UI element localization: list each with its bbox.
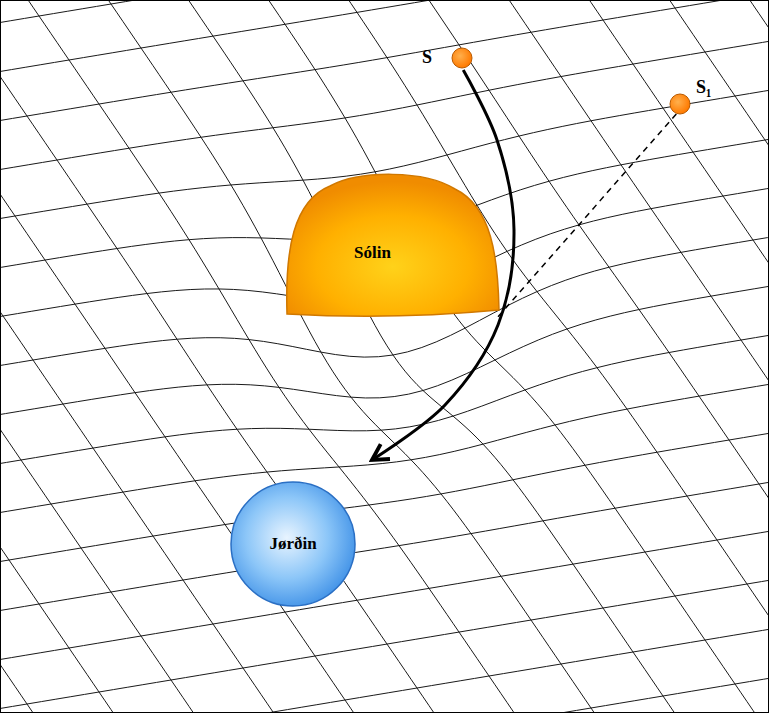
grid-line: [633, 0, 769, 713]
grid-line: [0, 328, 769, 712]
grid-line: [0, 416, 769, 713]
earth-circle: Jørðin: [230, 481, 356, 607]
grid-line: [489, 0, 769, 713]
earth-outline: [231, 482, 355, 606]
grid-line: [0, 64, 769, 448]
grid-line: [0, 0, 225, 713]
grid-line: [0, 0, 769, 96]
grid-line: [0, 372, 769, 713]
grid-line: [0, 504, 769, 713]
body-label: Sólin: [354, 244, 391, 263]
grid-line: [0, 548, 769, 713]
grid-line: [0, 0, 657, 713]
apparent-star-shape: [668, 78, 720, 118]
grid-line: [0, 0, 769, 184]
grid-line: [0, 152, 769, 536]
grid-line: [345, 0, 769, 713]
grid-line: [0, 0, 585, 713]
grid-line: [0, 0, 769, 316]
star-label: S₁: [696, 78, 711, 98]
grid-line: [201, 0, 769, 713]
grid-line: [0, 108, 769, 492]
source-star: S: [418, 44, 476, 72]
body-label: Jørðin: [269, 535, 316, 554]
grid-line: [0, 0, 513, 713]
grid-line: [0, 680, 769, 713]
grid-line: [0, 592, 769, 713]
grid-line: [129, 0, 769, 713]
grid-line: [0, 0, 297, 713]
grid-line: [0, 0, 153, 713]
grid-line: [0, 0, 9, 713]
star-dot: [452, 48, 472, 68]
sun-dome: Sólin: [285, 168, 500, 318]
apparent-line: [497, 114, 676, 318]
grid-line: [561, 0, 769, 713]
grid-line: [0, 460, 769, 713]
grid-line: [0, 284, 769, 668]
apparent-star: S₁: [668, 78, 720, 118]
star-dot: [670, 94, 690, 114]
grid-line: [0, 196, 769, 580]
star-label: S: [422, 48, 432, 68]
grid-line: [705, 0, 769, 713]
grid-line: [0, 0, 769, 8]
grid-line: [0, 636, 769, 713]
grid-line: [273, 0, 769, 713]
grid-line: [0, 0, 769, 140]
grid-line: [417, 0, 769, 713]
grid-line: [0, 0, 729, 713]
sun-dome-shape: [285, 168, 500, 318]
sun-outline: [287, 174, 499, 316]
